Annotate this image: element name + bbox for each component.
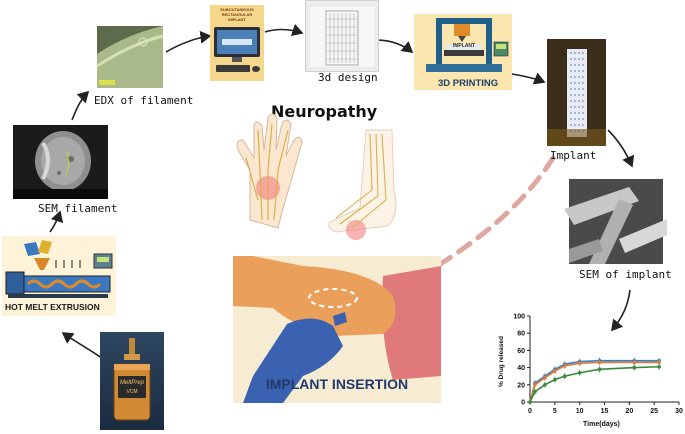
chart-point: [543, 383, 547, 387]
design-model-drawing: [310, 7, 374, 67]
chart-xlabel: Time(days): [583, 421, 620, 428]
chart-point: [657, 364, 661, 369]
hme-drawing: [5, 240, 113, 298]
arrow-design-to-model: [264, 23, 304, 37]
implant-drawing: [547, 39, 606, 146]
sem-filament-image: [13, 125, 108, 199]
foot-illustration: [328, 129, 397, 240]
design-model-image: [305, 0, 379, 72]
arrow-implant-to-semimplant: [607, 129, 635, 168]
chart-point: [553, 377, 557, 382]
chart-y-tick-label: 40: [517, 365, 525, 372]
chart-point: [528, 400, 532, 404]
chart-x-tick-label: 0: [528, 408, 532, 415]
implant-label: Implant: [550, 149, 597, 162]
printer-illustration: IMPLANT 3D PRINTING: [414, 14, 512, 90]
chart-point: [597, 360, 602, 365]
design-label: 3d design: [318, 71, 378, 84]
chart-x-tick-label: 25: [650, 408, 658, 415]
implant-image: [547, 39, 606, 146]
edx-image: [96, 26, 164, 88]
edx-label: EDX of filament: [94, 94, 194, 107]
arrow-printer-to-implant: [511, 72, 546, 85]
arrow-hme-to-sem: [49, 210, 64, 233]
insertion-drawing: [233, 256, 441, 403]
vcm-label: VCM: [126, 389, 138, 395]
chart-point: [597, 367, 602, 372]
sem-implant-image: [564, 179, 667, 264]
monitor-drawing: [214, 27, 260, 72]
insertion-label: IMPLANT INSERTION: [265, 376, 409, 392]
chart-point: [632, 365, 637, 370]
chart-series-line-3: [529, 365, 660, 403]
insertion-illustration: IMPLANT INSERTION: [233, 256, 441, 403]
dashed-implant-to-arm: [377, 155, 556, 303]
arrow-model-to-printer: [375, 39, 414, 53]
printing-label: 3D PRINTING: [438, 78, 499, 89]
chart-point: [562, 364, 567, 368]
chart-point: [577, 370, 582, 375]
chart-y-tick-label: 0: [521, 400, 525, 407]
chart-y-tick-label: 60: [517, 348, 525, 355]
chart-point: [562, 374, 567, 379]
chart-ylabel: % Drug released: [497, 336, 505, 387]
sem-filament-label: SEM filament: [38, 202, 118, 215]
monitor-title-text: SUBCUTANEOUS RECTANGULAR IMPLANT: [220, 7, 254, 22]
chart-y-tick-label: 80: [517, 331, 525, 338]
arrow-edx-to-design: [165, 30, 212, 53]
chart-y-tick-label: 100: [513, 314, 525, 321]
hme-label: HOT MELT EXTRUSION: [5, 302, 100, 312]
printer-tag: IMPLANT: [452, 43, 476, 49]
chart-y-tick-label: 20: [517, 382, 525, 389]
arrow-sem-to-edx: [71, 90, 90, 121]
design-illustration: SUBCUTANEOUS RECTANGULAR IMPLANT: [210, 5, 264, 81]
chart-point: [533, 383, 537, 387]
edx-drawing: [96, 26, 164, 88]
vcm-device-image: MeltPrep VCM: [100, 332, 164, 430]
neuropathy-title: Neuropathy: [271, 102, 378, 121]
sem-filament-drawing: [13, 131, 108, 199]
chart-x-tick-label: 15: [601, 408, 609, 415]
arrow-semimplant-to-chart: [610, 289, 631, 332]
chart-x-tick-label: 5: [553, 408, 557, 415]
vcm-device-drawing: [113, 338, 151, 421]
hme-illustration: HOT MELT EXTRUSION: [2, 236, 116, 316]
chart-point: [657, 360, 661, 365]
chart-point: [553, 369, 557, 373]
hand-illustration: [236, 113, 303, 229]
sem-implant-drawing: [564, 179, 667, 264]
sem-implant-label: SEM of implant: [579, 268, 672, 281]
chart-point: [577, 361, 582, 366]
chart-point: [533, 389, 537, 394]
chart-point: [543, 376, 547, 380]
chart-x-tick-label: 10: [576, 408, 584, 415]
chart-point: [632, 360, 637, 365]
meltprep-label: MeltPrep: [119, 380, 144, 386]
chart-x-tick-label: 20: [625, 408, 633, 415]
printer-drawing: [426, 18, 509, 72]
chart-x-tick-label: 30: [675, 408, 683, 415]
